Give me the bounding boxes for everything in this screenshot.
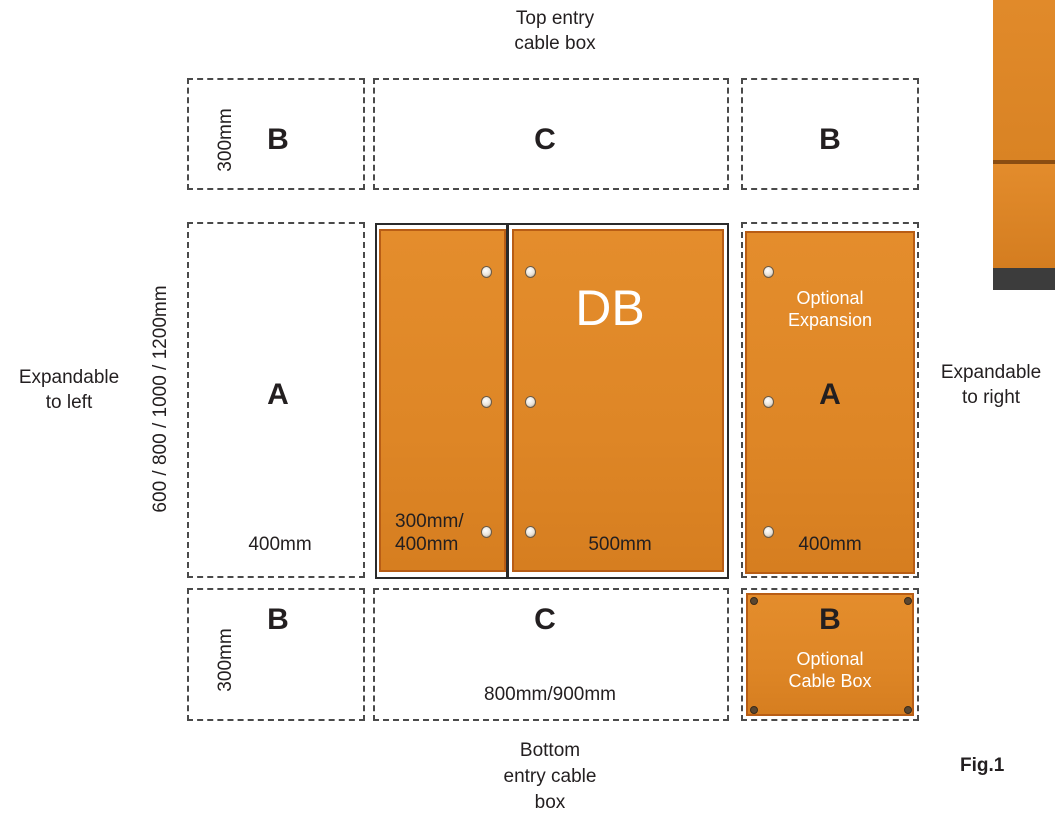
expansion-line-2: Expansion — [787, 310, 873, 330]
bot-mid-dim: 800mm/900mm — [484, 684, 616, 705]
bot-left-dim: 300mm — [215, 628, 236, 692]
hinge-icon — [481, 266, 492, 278]
cabinet-photo-plinth — [993, 268, 1055, 290]
cabinet-photo-cablebox — [993, 164, 1055, 268]
hinge-icon — [763, 396, 774, 408]
expansion-line-1: Optional — [796, 288, 864, 308]
cell-bot-left — [187, 588, 365, 721]
bot-mid-letter: C — [534, 603, 556, 636]
screw-icon — [750, 597, 758, 605]
expand-left-line-1: Expandable — [18, 367, 120, 388]
mid-left-letter: A — [267, 378, 289, 411]
hinge-icon — [481, 396, 492, 408]
bottom-entry-label: Bottom entry cable box — [480, 738, 620, 816]
expand-right-line-1: Expandable — [940, 362, 1042, 383]
screw-icon — [904, 597, 912, 605]
cell-mid-right — [741, 222, 919, 578]
top-left-dim: 300mm — [215, 108, 236, 172]
cell-top-right — [741, 78, 919, 190]
db-left-dim: 300mm/ 400mm — [395, 511, 464, 555]
db-divider — [506, 223, 509, 579]
db-title: DB — [575, 280, 645, 336]
cell-top-left — [187, 78, 365, 190]
bot-right-letter: B — [819, 603, 841, 636]
hinge-icon — [525, 526, 536, 538]
bottom-entry-line-1: Bottom — [519, 740, 581, 761]
db-outer-frame — [375, 223, 729, 579]
figure-label: Fig.1 — [960, 755, 1005, 776]
hinge-icon — [763, 526, 774, 538]
cell-mid-left — [187, 222, 365, 578]
expansion-label: Optional Expansion — [760, 287, 900, 331]
optional-cable-box-panel — [746, 593, 914, 716]
db-right-door — [512, 229, 724, 572]
bottom-entry-line-2: entry cable — [503, 766, 597, 787]
top-entry-line-2: cable box — [514, 33, 596, 54]
bot-left-letter: B — [267, 603, 289, 636]
top-entry-label: Top entry cable box — [470, 6, 640, 56]
mid-left-dim: 400mm — [248, 534, 312, 555]
height-dimension: 600 / 800 / 1000 / 1200mm — [150, 285, 171, 513]
cable-box-label: Optional Cable Box — [760, 648, 900, 692]
cabinet-photo-body — [993, 0, 1055, 160]
mid-right-letter: A — [819, 378, 841, 411]
cable-box-line-2: Cable Box — [788, 671, 872, 691]
expand-right-label: Expandable to right — [922, 360, 1055, 410]
cell-bot-right — [741, 588, 919, 721]
top-right-letter: B — [819, 123, 841, 156]
top-mid-letter: C — [534, 123, 556, 156]
mid-right-dim: 400mm — [798, 534, 862, 555]
cable-box-line-1: Optional — [796, 649, 864, 669]
screw-icon — [750, 706, 758, 714]
bottom-entry-line-3: box — [534, 792, 566, 813]
cell-top-mid — [373, 78, 729, 190]
expand-left-label: Expandable to left — [0, 365, 138, 415]
cabinet-photo-seam — [993, 160, 1055, 164]
hinge-icon — [763, 266, 774, 278]
cabinet-photo — [993, 0, 1055, 290]
hinge-icon — [525, 396, 536, 408]
expand-right-line-2: to right — [961, 387, 1021, 408]
top-left-letter: B — [267, 123, 289, 156]
hinge-icon — [481, 526, 492, 538]
db-right-dim: 500mm — [588, 534, 652, 555]
expand-left-line-2: to left — [45, 392, 93, 413]
cell-bot-mid — [373, 588, 729, 721]
hinge-icon — [525, 266, 536, 278]
screw-icon — [904, 706, 912, 714]
top-entry-line-1: Top entry — [515, 8, 595, 29]
